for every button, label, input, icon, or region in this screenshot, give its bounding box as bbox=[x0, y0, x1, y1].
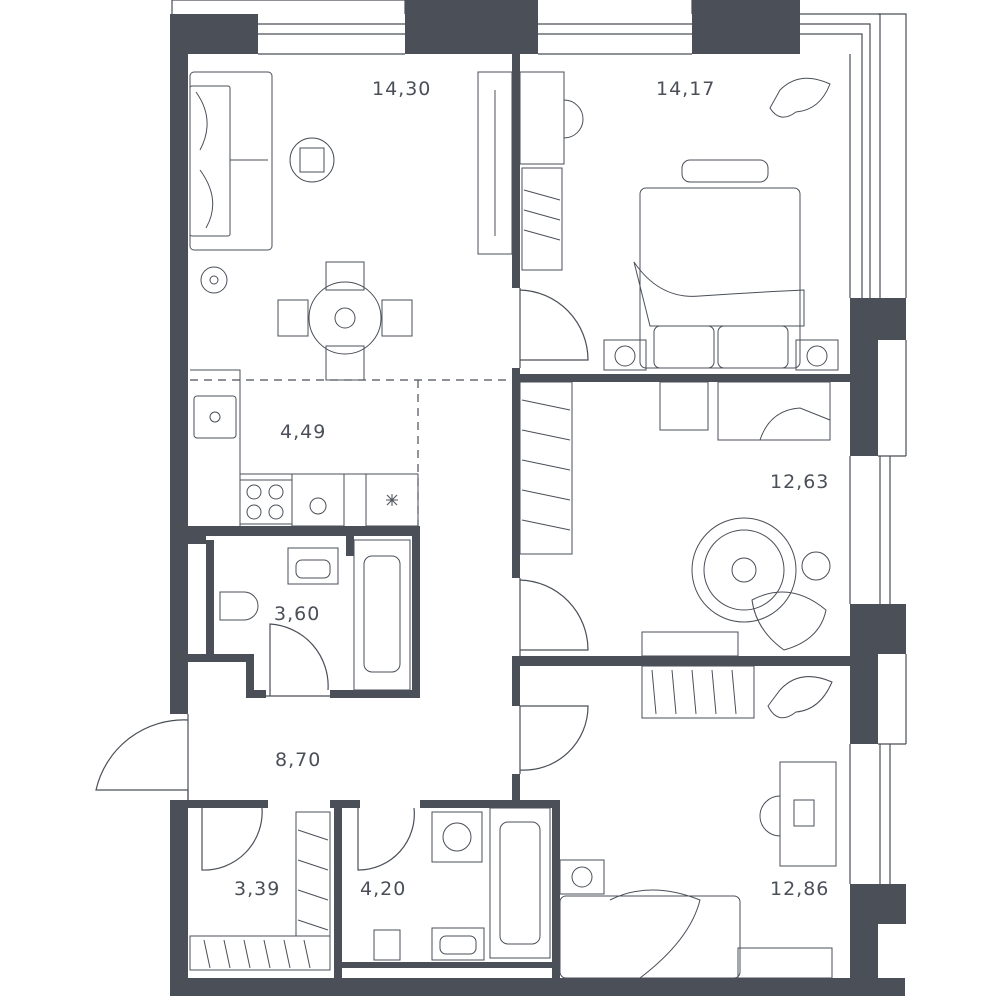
coffee-table bbox=[289, 137, 335, 183]
sofa bbox=[189, 71, 273, 251]
bathroom-top-fixtures bbox=[219, 539, 411, 691]
interior-walls bbox=[188, 54, 850, 990]
plant-bottom bbox=[767, 676, 833, 719]
area-labels: 14,30 14,17 4,49 12,63 3,60 8,70 3,39 4,… bbox=[234, 78, 829, 900]
area-label-bedroom-middle: 12,63 bbox=[770, 471, 829, 493]
exterior-walls bbox=[170, 0, 906, 996]
area-label-closet: 3,39 bbox=[234, 878, 280, 900]
wardrobe-middle bbox=[519, 381, 573, 555]
plant-top bbox=[769, 77, 831, 118]
wardrobe-bottom bbox=[641, 665, 755, 719]
desk-top-bedroom bbox=[519, 71, 584, 271]
floor-lamp bbox=[200, 266, 228, 294]
doors bbox=[95, 288, 589, 871]
bed-middle bbox=[659, 381, 831, 441]
area-label-bedroom-top: 14,17 bbox=[656, 78, 715, 100]
area-label-hall: 8,70 bbox=[275, 749, 321, 771]
dining-table bbox=[277, 261, 413, 381]
kitchen-divider bbox=[190, 379, 510, 526]
area-label-kitchen: 4,49 bbox=[280, 421, 326, 443]
area-label-living: 14,30 bbox=[372, 78, 431, 100]
wardrobe bbox=[477, 71, 513, 255]
closet-rails bbox=[189, 811, 331, 971]
nightstands-top bbox=[603, 339, 839, 371]
rug-middle bbox=[691, 517, 831, 651]
bathroom-bottom-fixtures bbox=[373, 807, 551, 961]
kitchen-counter bbox=[190, 369, 419, 527]
windows bbox=[171, 0, 907, 884]
area-label-bathroom-bottom: 4,20 bbox=[360, 878, 406, 900]
bookshelf-middle bbox=[641, 631, 739, 657]
bed-top bbox=[633, 159, 805, 369]
bed-bottom bbox=[559, 859, 833, 979]
area-label-bathroom-top: 3,60 bbox=[274, 603, 320, 625]
area-label-bedroom-bottom: 12,86 bbox=[770, 878, 829, 900]
desk-bottom bbox=[759, 761, 837, 867]
